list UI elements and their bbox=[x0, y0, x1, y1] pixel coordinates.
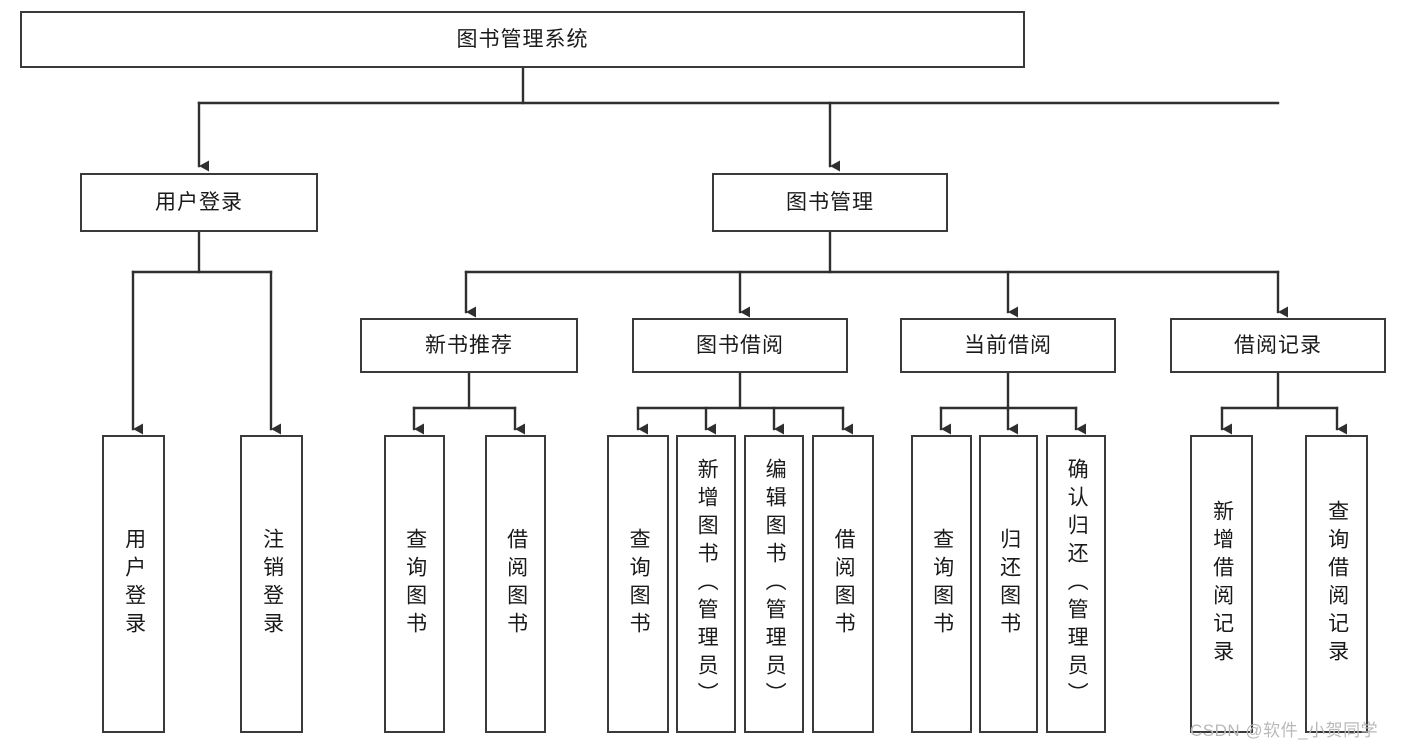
node-leaf-user-login[interactable]: 用户登录 bbox=[102, 435, 165, 733]
node-leaf-borrow-book-1-label: 借阅图书 bbox=[504, 528, 528, 640]
node-leaf-return-book[interactable]: 归还图书 bbox=[979, 435, 1038, 733]
node-new-book-rec-label: 新书推荐 bbox=[425, 333, 513, 357]
node-book-borrow[interactable]: 图书借阅 bbox=[632, 318, 848, 373]
node-leaf-query-book-1-label: 查询图书 bbox=[403, 528, 427, 640]
node-leaf-query-book-3-label: 查询图书 bbox=[930, 528, 954, 640]
node-leaf-user-login-label: 用户登录 bbox=[122, 528, 146, 640]
node-leaf-borrow-book-2[interactable]: 借阅图书 bbox=[812, 435, 874, 733]
node-root-label: 图书管理系统 bbox=[456, 27, 589, 51]
node-borrow-record-label: 借阅记录 bbox=[1234, 333, 1322, 357]
node-leaf-return-book-label: 归还图书 bbox=[997, 528, 1021, 640]
node-user-login-label: 用户登录 bbox=[155, 190, 243, 214]
node-leaf-borrow-book-1[interactable]: 借阅图书 bbox=[485, 435, 546, 733]
node-leaf-add-record-label: 新增借阅记录 bbox=[1210, 500, 1234, 668]
node-book-manage-label: 图书管理 bbox=[786, 190, 874, 214]
csdn-watermark: CSDN @软件_小贺同学 bbox=[1190, 721, 1379, 740]
node-leaf-confirm-return-label: 确认归还（管理员） bbox=[1065, 458, 1089, 710]
node-leaf-query-book-1[interactable]: 查询图书 bbox=[384, 435, 445, 733]
node-leaf-edit-book-label: 编辑图书（管理员） bbox=[763, 458, 787, 710]
node-leaf-borrow-book-2-label: 借阅图书 bbox=[832, 528, 856, 640]
node-borrow-record[interactable]: 借阅记录 bbox=[1170, 318, 1386, 373]
node-leaf-edit-book[interactable]: 编辑图书（管理员） bbox=[744, 435, 804, 733]
node-leaf-query-book-3[interactable]: 查询图书 bbox=[911, 435, 972, 733]
node-book-borrow-label: 图书借阅 bbox=[696, 333, 784, 357]
node-leaf-logout-label: 注销登录 bbox=[260, 528, 284, 640]
node-leaf-query-book-2[interactable]: 查询图书 bbox=[607, 435, 669, 733]
node-leaf-query-book-2-label: 查询图书 bbox=[627, 528, 651, 640]
node-user-login[interactable]: 用户登录 bbox=[80, 173, 318, 232]
node-leaf-add-book[interactable]: 新增图书（管理员） bbox=[676, 435, 736, 733]
node-leaf-add-book-label: 新增图书（管理员） bbox=[695, 458, 719, 710]
node-current-borrow-label: 当前借阅 bbox=[964, 333, 1052, 357]
node-leaf-query-record[interactable]: 查询借阅记录 bbox=[1305, 435, 1368, 733]
node-new-book-rec[interactable]: 新书推荐 bbox=[360, 318, 578, 373]
node-leaf-logout[interactable]: 注销登录 bbox=[240, 435, 303, 733]
node-leaf-add-record[interactable]: 新增借阅记录 bbox=[1190, 435, 1253, 733]
node-leaf-query-record-label: 查询借阅记录 bbox=[1325, 500, 1349, 668]
node-current-borrow[interactable]: 当前借阅 bbox=[900, 318, 1116, 373]
node-leaf-confirm-return[interactable]: 确认归还（管理员） bbox=[1046, 435, 1106, 733]
node-book-manage[interactable]: 图书管理 bbox=[712, 173, 948, 232]
node-root[interactable]: 图书管理系统 bbox=[20, 11, 1025, 68]
